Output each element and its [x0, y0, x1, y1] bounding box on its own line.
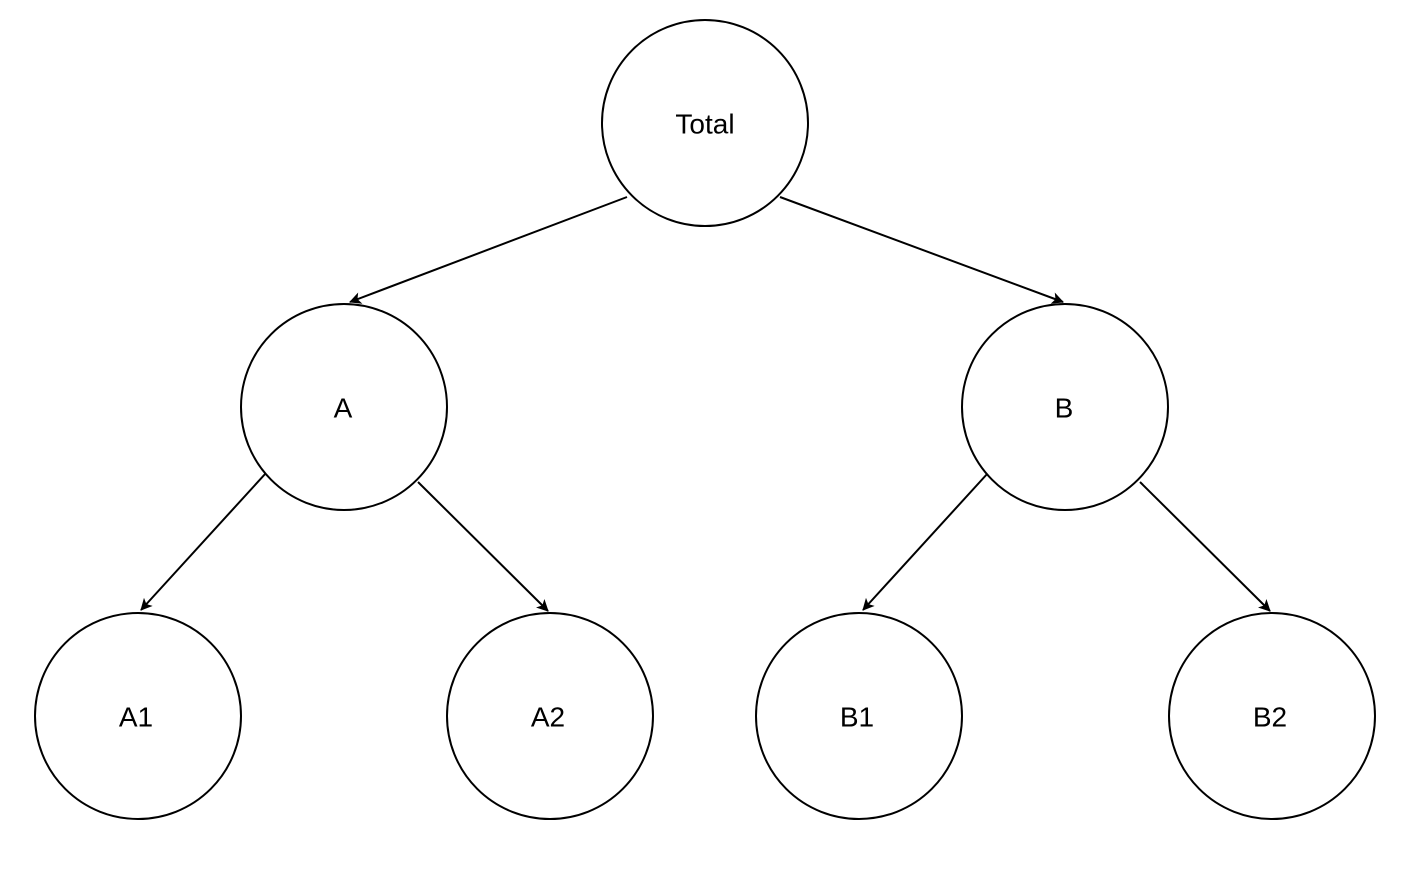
node-a2-label: A2 — [531, 702, 565, 733]
edge-total-to-b — [779, 196, 1064, 304]
node-a-label: A — [334, 393, 353, 424]
node-total: Total — [601, 19, 809, 227]
node-b: B — [961, 303, 1169, 511]
node-total-circle — [601, 19, 809, 227]
edge-a-to-a1 — [140, 472, 267, 611]
node-b-circle — [961, 303, 1169, 511]
edge-b-to-b1 — [862, 472, 989, 611]
node-b2-circle — [1168, 612, 1376, 820]
node-b1-label: B1 — [840, 702, 874, 733]
node-a-circle — [240, 303, 448, 511]
node-a: A — [240, 303, 448, 511]
node-b2-label: B2 — [1253, 702, 1287, 733]
node-a1-label: A1 — [119, 702, 153, 733]
edge-b-to-b2 — [1139, 481, 1271, 612]
node-b1-circle — [755, 612, 963, 820]
node-b1: B1 — [755, 612, 963, 820]
edge-a-to-a2 — [417, 481, 549, 612]
node-a2-circle — [446, 612, 654, 820]
edge-total-to-a — [349, 196, 628, 304]
node-a1-circle — [34, 612, 242, 820]
node-b2: B2 — [1168, 612, 1376, 820]
node-total-label: Total — [675, 109, 734, 140]
node-b-label: B — [1055, 393, 1074, 424]
node-a1: A1 — [34, 612, 242, 820]
edges — [140, 196, 1271, 612]
node-a2: A2 — [446, 612, 654, 820]
